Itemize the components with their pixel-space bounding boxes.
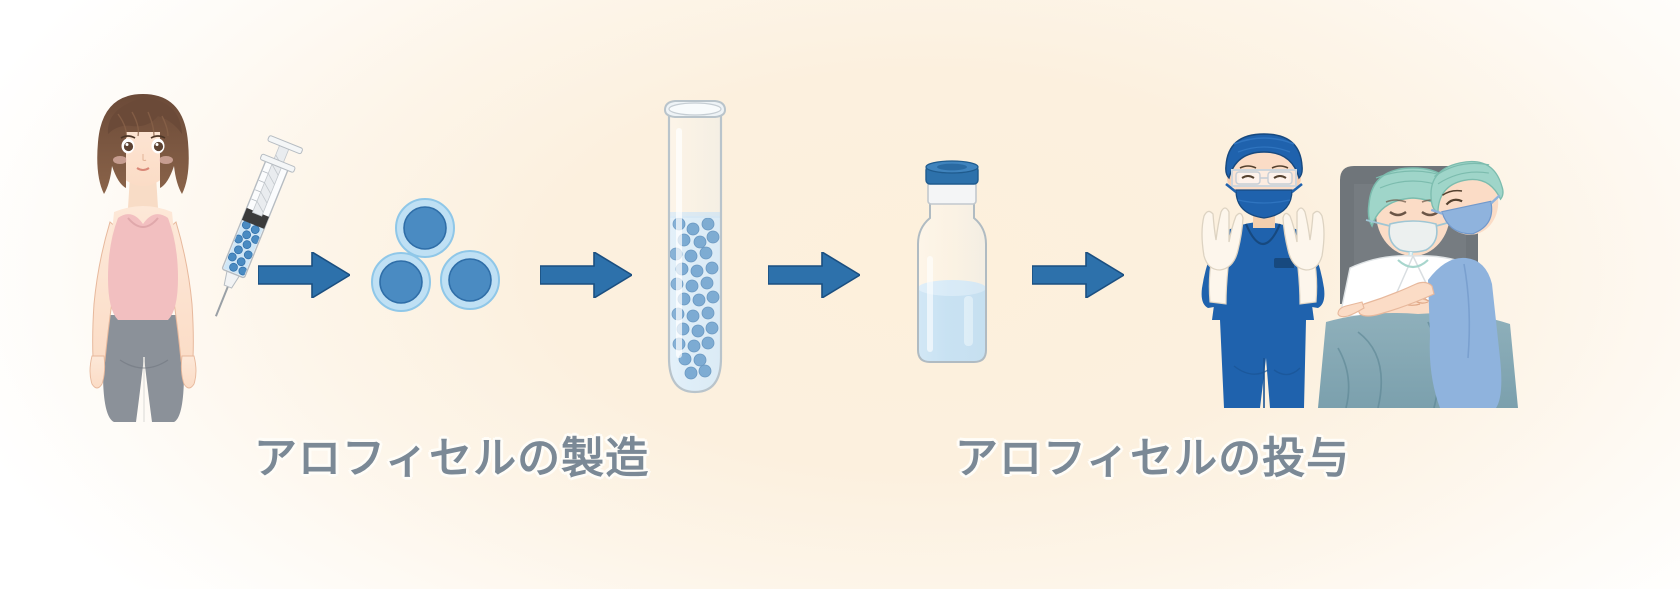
arrow-3-icon (768, 252, 860, 298)
caption-manufacturing: アロフィセルの製造 (254, 435, 650, 483)
caption-administration: アロフィセルの投与 (955, 435, 1351, 483)
donor-woman-illustration (89, 94, 197, 422)
arrow-1-icon (258, 252, 350, 298)
arrow-4-icon (1032, 252, 1124, 298)
stem-cell-cluster-illustration (371, 198, 500, 312)
culture-test-tube-illustration (663, 100, 727, 394)
operating-room-scene-illustration (1201, 133, 1518, 408)
syringe-with-cells-illustration (214, 135, 303, 317)
nurse-group (1337, 161, 1504, 408)
product-vial-illustration (917, 160, 987, 363)
surgeon-group (1201, 133, 1325, 408)
arrow-2-icon (540, 252, 632, 298)
